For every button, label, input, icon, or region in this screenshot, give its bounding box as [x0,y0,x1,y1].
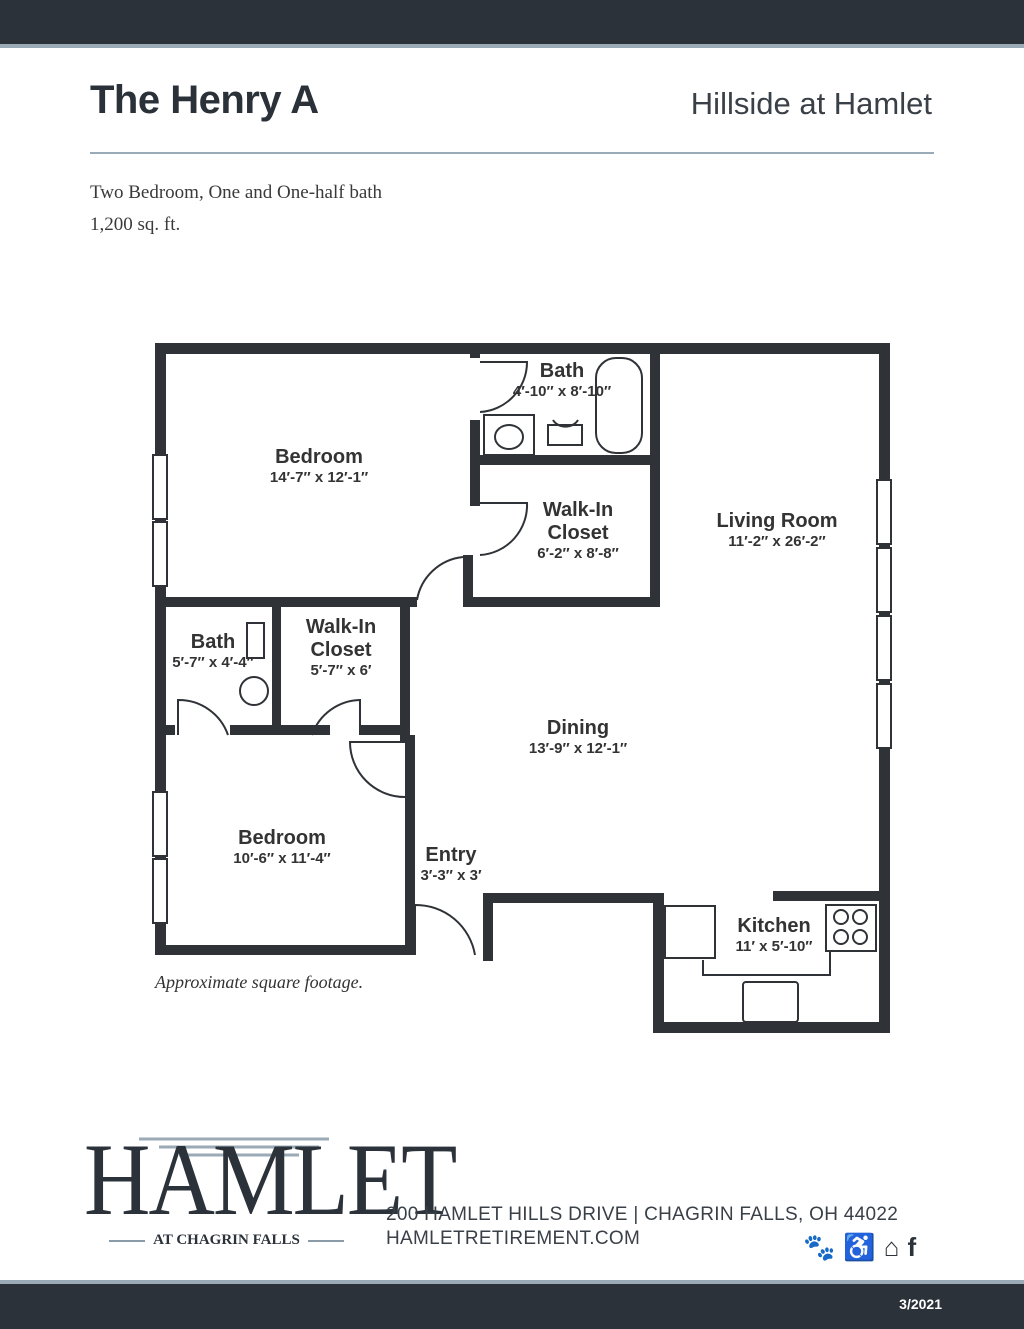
equal-housing-icon: ⌂ [883,1232,900,1262]
page-title: The Henry A [90,78,319,122]
divider [90,152,934,154]
address: 200 HAMLET HILLS DRIVE | CHAGRIN FALLS, … [386,1204,899,1225]
hamlet-logo: HAMLET AT CHAGRIN FALLS [84,1122,457,1248]
top-bar [0,0,1024,48]
facebook-icon[interactable]: f [907,1232,917,1262]
revision-date: 3/2021 [899,1296,942,1312]
community-name: Hillside at Hamlet [690,86,932,121]
accessible-icon: ♿ [843,1232,876,1262]
footer-icons: 🐾 ♿ ⌂ f [803,1232,916,1263]
square-footage: 1,200 sq. ft. [90,214,181,235]
website-link[interactable]: HAMLETRETIREMENT.COM [386,1228,641,1249]
pet-friendly-icon: 🐾 [803,1232,836,1262]
bottom-bar: 3/2021 [0,1280,1024,1329]
layout-description: Two Bedroom, One and One-half bath [90,182,383,203]
water-lines-icon [139,1137,329,1157]
footage-note: Approximate square footage. [155,972,364,992]
